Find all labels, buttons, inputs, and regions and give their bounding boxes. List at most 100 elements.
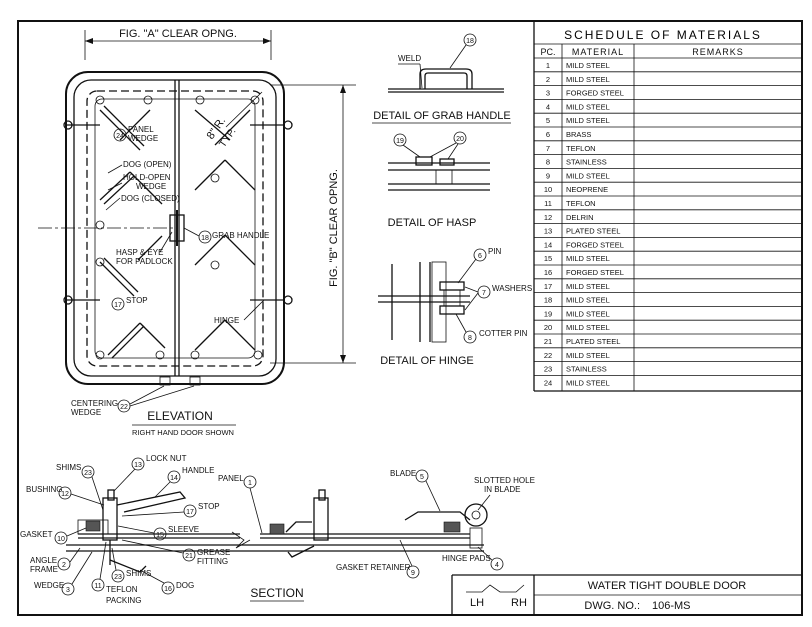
schedule-row-pc: 21 — [544, 337, 552, 346]
schedule-row-pc: 16 — [544, 268, 552, 277]
label-blade: BLADE — [390, 469, 416, 478]
schedule-row-pc: 11 — [544, 199, 552, 208]
schedule-row-material: MILD STEEL — [566, 171, 610, 180]
schedule-row-material: MILD STEEL — [566, 309, 610, 318]
schedule-row-material: MILD STEEL — [566, 102, 610, 111]
label-dog-open: DOG (OPEN) — [123, 160, 172, 169]
label-lock-nut: LOCK NUT — [146, 454, 187, 463]
schedule-row-pc: 22 — [544, 351, 552, 360]
callout-10: 10 — [57, 536, 65, 543]
label-grab-handle: GRAB HANDLE — [212, 231, 269, 240]
label-hold-open-1: HOLD-OPEN — [123, 173, 171, 182]
rh-label: RH — [511, 597, 527, 609]
label-wedge: WEDGE — [34, 581, 64, 590]
hinge-title: DETAIL OF HINGE — [380, 355, 474, 367]
drawing-number: 106-MS — [652, 600, 691, 612]
callout-19: 19 — [396, 138, 404, 145]
callout-18: 18 — [201, 235, 209, 242]
schedule-row-material: FORGED STEEL — [566, 89, 624, 98]
section-title: SECTION — [250, 586, 303, 600]
schedule-row-pc: 23 — [544, 365, 552, 374]
callout-5: 5 — [420, 474, 424, 481]
schedule-row-material: MILD STEEL — [566, 296, 610, 305]
label-sleeve: SLEEVE — [168, 525, 199, 534]
schedule-row-material: MILD STEEL — [566, 323, 610, 332]
schedule-row-pc: 17 — [544, 282, 552, 291]
schedule-row-material: STAINLESS — [566, 158, 607, 167]
schedule-row-pc: 20 — [544, 323, 552, 332]
schedule-row-pc: 24 — [544, 378, 552, 387]
schedule-row-material: PLATED STEEL — [566, 337, 620, 346]
schedule-row-pc: 19 — [544, 309, 552, 318]
weld-label: WELD — [398, 54, 421, 63]
schedule-row-pc: 8 — [546, 158, 550, 167]
label-slotted-2: IN BLADE — [484, 485, 520, 494]
schedule-row-material: TEFLON — [566, 199, 596, 208]
washers-label: WASHERS — [492, 284, 532, 293]
title-block: WATER TIGHT DOUBLE DOOR DWG. NO.: 106-MS… — [451, 574, 802, 615]
schedule-header-pc: PC. — [540, 47, 555, 57]
schedule-header-material: MATERIAL — [572, 47, 624, 57]
dim-a-label: FIG. "A" CLEAR OPNG. — [119, 28, 237, 40]
schedule-row-pc: 12 — [544, 213, 552, 222]
callout-14: 14 — [170, 475, 178, 482]
detail-grab-handle: WELD 18 DETAIL OF GRAB HANDLE — [372, 33, 511, 124]
label-stop-section: STOP — [198, 502, 220, 511]
schedule-row-material: DELRIN — [566, 213, 594, 222]
schedule-row-pc: 10 — [544, 185, 552, 194]
schedule-row-material: FORGED STEEL — [566, 240, 624, 249]
callout-22: 22 — [120, 404, 128, 411]
callout-7: 7 — [482, 290, 486, 297]
label-stop: STOP — [126, 296, 148, 305]
label-hold-open-2: WEDGE — [136, 182, 166, 191]
schedule-row-pc: 15 — [544, 254, 552, 263]
schedule-row-pc: 14 — [544, 240, 552, 249]
schedule-row-material: NEOPRENE — [566, 185, 608, 194]
label-hinge: HINGE — [214, 316, 239, 325]
drawing-number-label: DWG. NO.: — [584, 600, 640, 612]
schedule-row-material: STAINLESS — [566, 365, 607, 374]
callout-17-section: 17 — [186, 509, 194, 516]
schedule-row-pc: 5 — [546, 116, 550, 125]
detail-hinge: 6 PIN 7 WASHERS 8 COTTER PIN DETAIL OF H… — [378, 247, 532, 367]
label-hasp-1: HASP & EYE — [116, 248, 163, 257]
schedule-row-pc: 1 — [546, 61, 550, 70]
schedule-row-material: MILD STEEL — [566, 351, 610, 360]
label-teflon-1: TEFLON — [106, 585, 138, 594]
label-panel-wedge-2: WEDGE — [128, 134, 158, 143]
schedule-row-material: PLATED STEEL — [566, 227, 620, 236]
dim-b-label: FIG. "B" CLEAR OPNG. — [328, 169, 340, 287]
elevation-view: FIG. "A" CLEAR OPNG. FIG. "B" CLEAR OPNG… — [38, 28, 356, 437]
callout-9: 9 — [411, 570, 415, 577]
label-centering-1: CENTERING — [71, 399, 118, 408]
schedule-row-material: MILD STEEL — [566, 254, 610, 263]
drawing-title: WATER TIGHT DOUBLE DOOR — [588, 580, 747, 592]
callout-15: 15 — [156, 532, 164, 539]
label-centering-2: WEDGE — [71, 408, 101, 417]
label-panel-wedge-1: PANEL — [128, 125, 154, 134]
label-angle-1: ANGLE — [30, 556, 57, 565]
callout-3: 3 — [66, 587, 70, 594]
callout-23b: 23 — [114, 574, 122, 581]
schedule-row-pc: 2 — [546, 75, 550, 84]
grab-handle-title: DETAIL OF GRAB HANDLE — [373, 110, 511, 122]
callout-2: 2 — [62, 562, 66, 569]
schedule-row-material: MILD STEEL — [566, 282, 610, 291]
schedule-header-remarks: REMARKS — [692, 47, 744, 57]
callout-8: 8 — [468, 335, 472, 342]
elevation-title: ELEVATION — [147, 409, 213, 423]
label-dog: DOG — [176, 581, 194, 590]
schedule-row-pc: 7 — [546, 144, 550, 153]
callout-24: 24 — [116, 133, 124, 140]
schedule-row-pc: 9 — [546, 171, 550, 180]
callout-16: 16 — [164, 586, 172, 593]
cotter-pin-label: COTTER PIN — [479, 329, 528, 338]
callout-23a: 23 — [84, 470, 92, 477]
callout-17: 17 — [114, 302, 122, 309]
callout-21: 21 — [185, 553, 193, 560]
callout-20: 20 — [456, 136, 464, 143]
label-gasket-retainer: GASKET RETAINER — [336, 563, 411, 572]
section-view: 23 SHIMS 13 LOCK NUT 14 HANDLE PANEL 1 B… — [20, 454, 535, 605]
schedule-row-pc: 6 — [546, 130, 550, 139]
schedule-row-pc: 13 — [544, 227, 552, 236]
